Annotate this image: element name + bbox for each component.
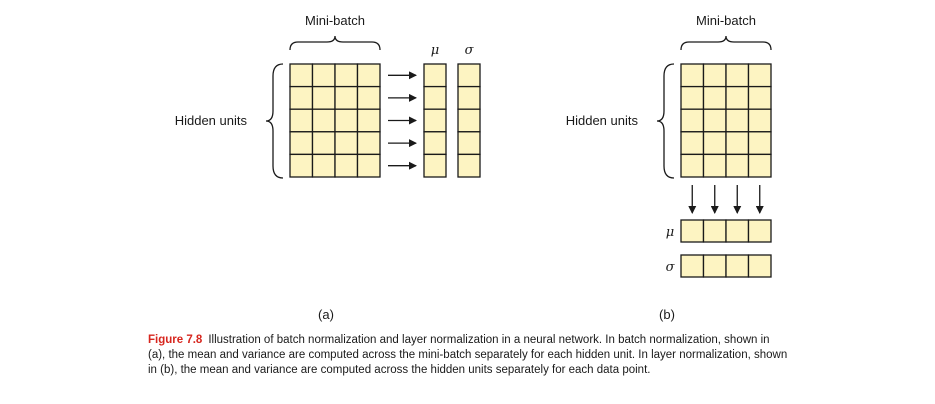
mu-cell (680, 219, 705, 243)
grid-cell (289, 131, 314, 156)
mu-cell (423, 108, 447, 133)
panel-a-hidden-units-label: Hidden units (175, 113, 248, 128)
panel-b-minibatch-brace (680, 35, 772, 51)
grid-cell (311, 131, 336, 156)
panel-a-minibatch-label: Mini-batch (305, 13, 365, 28)
sigma-cell (702, 254, 727, 278)
normalization-diagram: Mini-batch Hidden units μ σ (a) Mini-bat… (175, 13, 772, 322)
grid-cell (725, 153, 750, 178)
panel-a-mu-label: μ (431, 43, 439, 58)
grid-cell (747, 63, 772, 88)
grid-cell (747, 131, 772, 156)
grid-cell (289, 85, 314, 110)
panel-a-arrows (388, 71, 417, 170)
panel-b-hidden-units-label: Hidden units (566, 113, 639, 128)
grid-cell (334, 85, 359, 110)
grid-cell (356, 108, 381, 133)
sigma-cell (725, 254, 750, 278)
panel-a-data-grid (289, 63, 381, 178)
grid-cell (356, 63, 381, 88)
grid-cell (334, 131, 359, 156)
grid-cell (725, 85, 750, 110)
mu-cell (423, 153, 447, 178)
panel-b-arrows (688, 185, 764, 214)
mu-cell (423, 63, 447, 88)
grid-cell (747, 85, 772, 110)
sigma-cell (747, 254, 772, 278)
grid-cell (356, 85, 381, 110)
sigma-cell (457, 153, 481, 178)
panel-a-hidden-units-brace (265, 63, 284, 179)
panel-b-sublabel: (b) (659, 307, 675, 322)
grid-cell (702, 108, 727, 133)
grid-cell (311, 153, 336, 178)
sigma-cell (457, 131, 481, 156)
panel-b-sigma-row (680, 254, 772, 278)
sigma-cell (457, 63, 481, 88)
panel-a-sublabel: (a) (318, 307, 334, 322)
panel-a-sigma-label: σ (465, 43, 475, 58)
mu-cell (725, 219, 750, 243)
panel-a: Mini-batch Hidden units μ σ (a) (175, 13, 481, 322)
sigma-cell (680, 254, 705, 278)
grid-cell (747, 108, 772, 133)
panel-b-mu-label: μ (666, 225, 674, 240)
sigma-cell (457, 108, 481, 133)
panel-b-minibatch-label: Mini-batch (696, 13, 756, 28)
grid-cell (725, 63, 750, 88)
grid-cell (702, 153, 727, 178)
grid-cell (311, 108, 336, 133)
grid-cell (311, 85, 336, 110)
grid-cell (680, 131, 705, 156)
grid-cell (702, 85, 727, 110)
grid-cell (680, 63, 705, 88)
grid-cell (311, 63, 336, 88)
grid-cell (334, 108, 359, 133)
grid-cell (289, 63, 314, 88)
panel-b-sigma-label: σ (666, 260, 676, 275)
grid-cell (356, 131, 381, 156)
grid-cell (334, 63, 359, 88)
grid-cell (747, 153, 772, 178)
mu-cell (747, 219, 772, 243)
grid-cell (725, 108, 750, 133)
mu-cell (702, 219, 727, 243)
caption-text: Illustration of batch normalization and … (148, 334, 788, 376)
panel-b-mu-row (680, 219, 772, 243)
grid-cell (680, 153, 705, 178)
grid-cell (680, 85, 705, 110)
grid-cell (289, 108, 314, 133)
sigma-cell (457, 85, 481, 110)
panel-a-minibatch-brace (289, 35, 381, 51)
grid-cell (334, 153, 359, 178)
grid-cell (356, 153, 381, 178)
panel-b-data-grid (680, 63, 772, 178)
panel-b: Mini-batch Hidden units μ σ (b) (566, 13, 772, 322)
mu-cell (423, 85, 447, 110)
panel-a-sigma-column (457, 63, 481, 178)
panel-b-hidden-units-brace (656, 63, 675, 179)
panel-a-mu-column (423, 63, 447, 178)
figure-number: Figure 7.8 (148, 334, 203, 346)
grid-cell (725, 131, 750, 156)
grid-cell (702, 63, 727, 88)
grid-cell (680, 108, 705, 133)
grid-cell (289, 153, 314, 178)
mu-cell (423, 131, 447, 156)
grid-cell (702, 131, 727, 156)
